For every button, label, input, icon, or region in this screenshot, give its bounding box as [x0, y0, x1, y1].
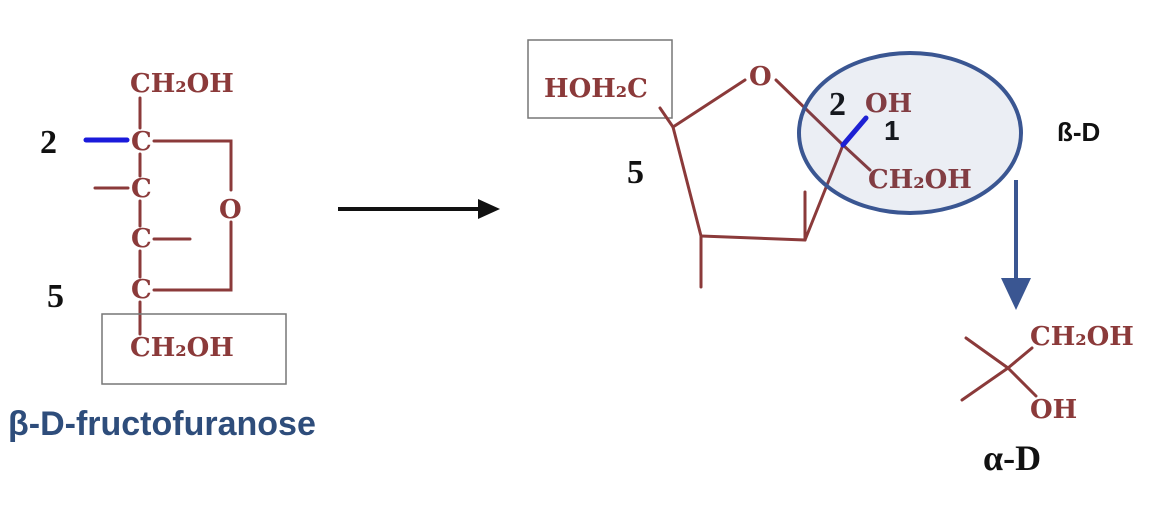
- carbon-c4: C: [131, 224, 152, 254]
- ring-position-1-label: 1: [884, 115, 900, 146]
- position-5-label: 5: [47, 278, 64, 315]
- c6-highlight-box: [101, 313, 287, 385]
- reaction-arrow: [338, 199, 500, 219]
- bond-c2-ch2oh: [841, 143, 872, 172]
- bond-c5-left-group: [658, 106, 675, 129]
- ring-oxygen-open: O: [219, 195, 242, 225]
- ring-position-2-label: 2: [829, 86, 846, 123]
- position-2-label: 2: [40, 124, 57, 161]
- alpha-bond-upper-right: [1006, 346, 1034, 370]
- beta-anomer-label: ß-D: [1057, 117, 1100, 147]
- compound-name: β-D-fructofuranose: [8, 405, 316, 443]
- alpha-bond-upper-left: [964, 336, 1010, 370]
- alpha-configuration: CH₂OH OH α-D: [960, 322, 1134, 478]
- bond-c4-c5: [671, 125, 703, 238]
- furanose-ring-structure: HOH₂C O OH CH₂OH 2 1 5 ß-D: [527, 39, 1100, 289]
- anomeric-ch2oh: CH₂OH: [868, 165, 972, 195]
- c6-group: CH₂OH: [130, 333, 234, 363]
- left-group-highlight-box: [527, 39, 673, 119]
- open-chain-structure: CH₂OH C C C C CH₂OH O 2 5 β-D-fructofura…: [8, 69, 316, 443]
- bond-c3-c4: [699, 234, 807, 242]
- anomer-arrow: [1001, 180, 1031, 310]
- highlight-bond-anomeric: [840, 115, 869, 148]
- ring-oxygen: O: [749, 62, 772, 92]
- carbon-c2: C: [131, 127, 152, 157]
- alpha-bond-lower-left: [960, 366, 1010, 402]
- alpha-oh: OH: [1030, 395, 1077, 425]
- ring-closure-bottom: [152, 220, 233, 292]
- left-ch2oh-group: HOH₂C: [544, 74, 648, 104]
- anomeric-highlight-ellipse: [797, 51, 1023, 215]
- alpha-anomer-label: α-D: [983, 438, 1041, 478]
- alpha-bond-lower-right: [1006, 366, 1038, 398]
- bond-oxygen-c2: [774, 78, 845, 147]
- carbon-c3: C: [131, 174, 152, 204]
- ring-closure-top: [152, 139, 233, 192]
- alpha-ch2oh: CH₂OH: [1030, 322, 1134, 352]
- ring-position-5-label: 5: [627, 154, 644, 191]
- bond-c2-c3: [803, 143, 845, 242]
- carbon-c5: C: [131, 275, 152, 305]
- anomeric-oh: OH: [865, 89, 912, 119]
- c1-group: CH₂OH: [130, 69, 234, 99]
- bond-c5-oxygen: [671, 78, 747, 129]
